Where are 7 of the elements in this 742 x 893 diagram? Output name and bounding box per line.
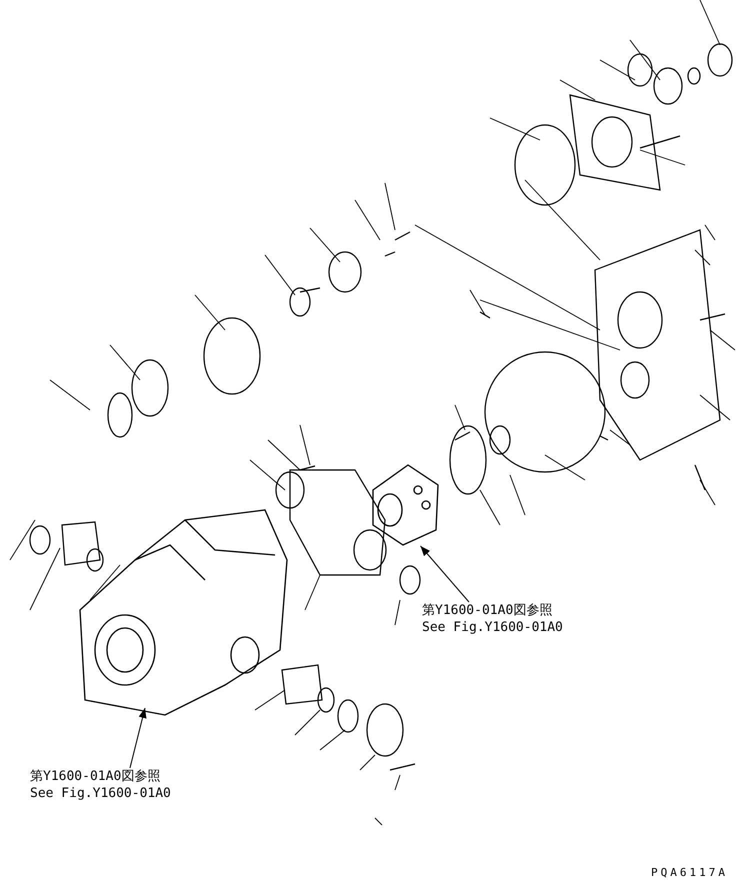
leader-arrow [130,708,146,768]
leader-arrow [420,546,470,602]
reference-note: See Fig.Y1600-01A0 [30,785,171,802]
reference-note: 第Y1600-01A0図参照 [30,768,162,785]
drawing-number: PQA6117A [651,866,728,879]
reference-note: See Fig.Y1600-01A0 [422,619,563,636]
reference-note: 第Y1600-01A0図参照 [422,602,554,619]
